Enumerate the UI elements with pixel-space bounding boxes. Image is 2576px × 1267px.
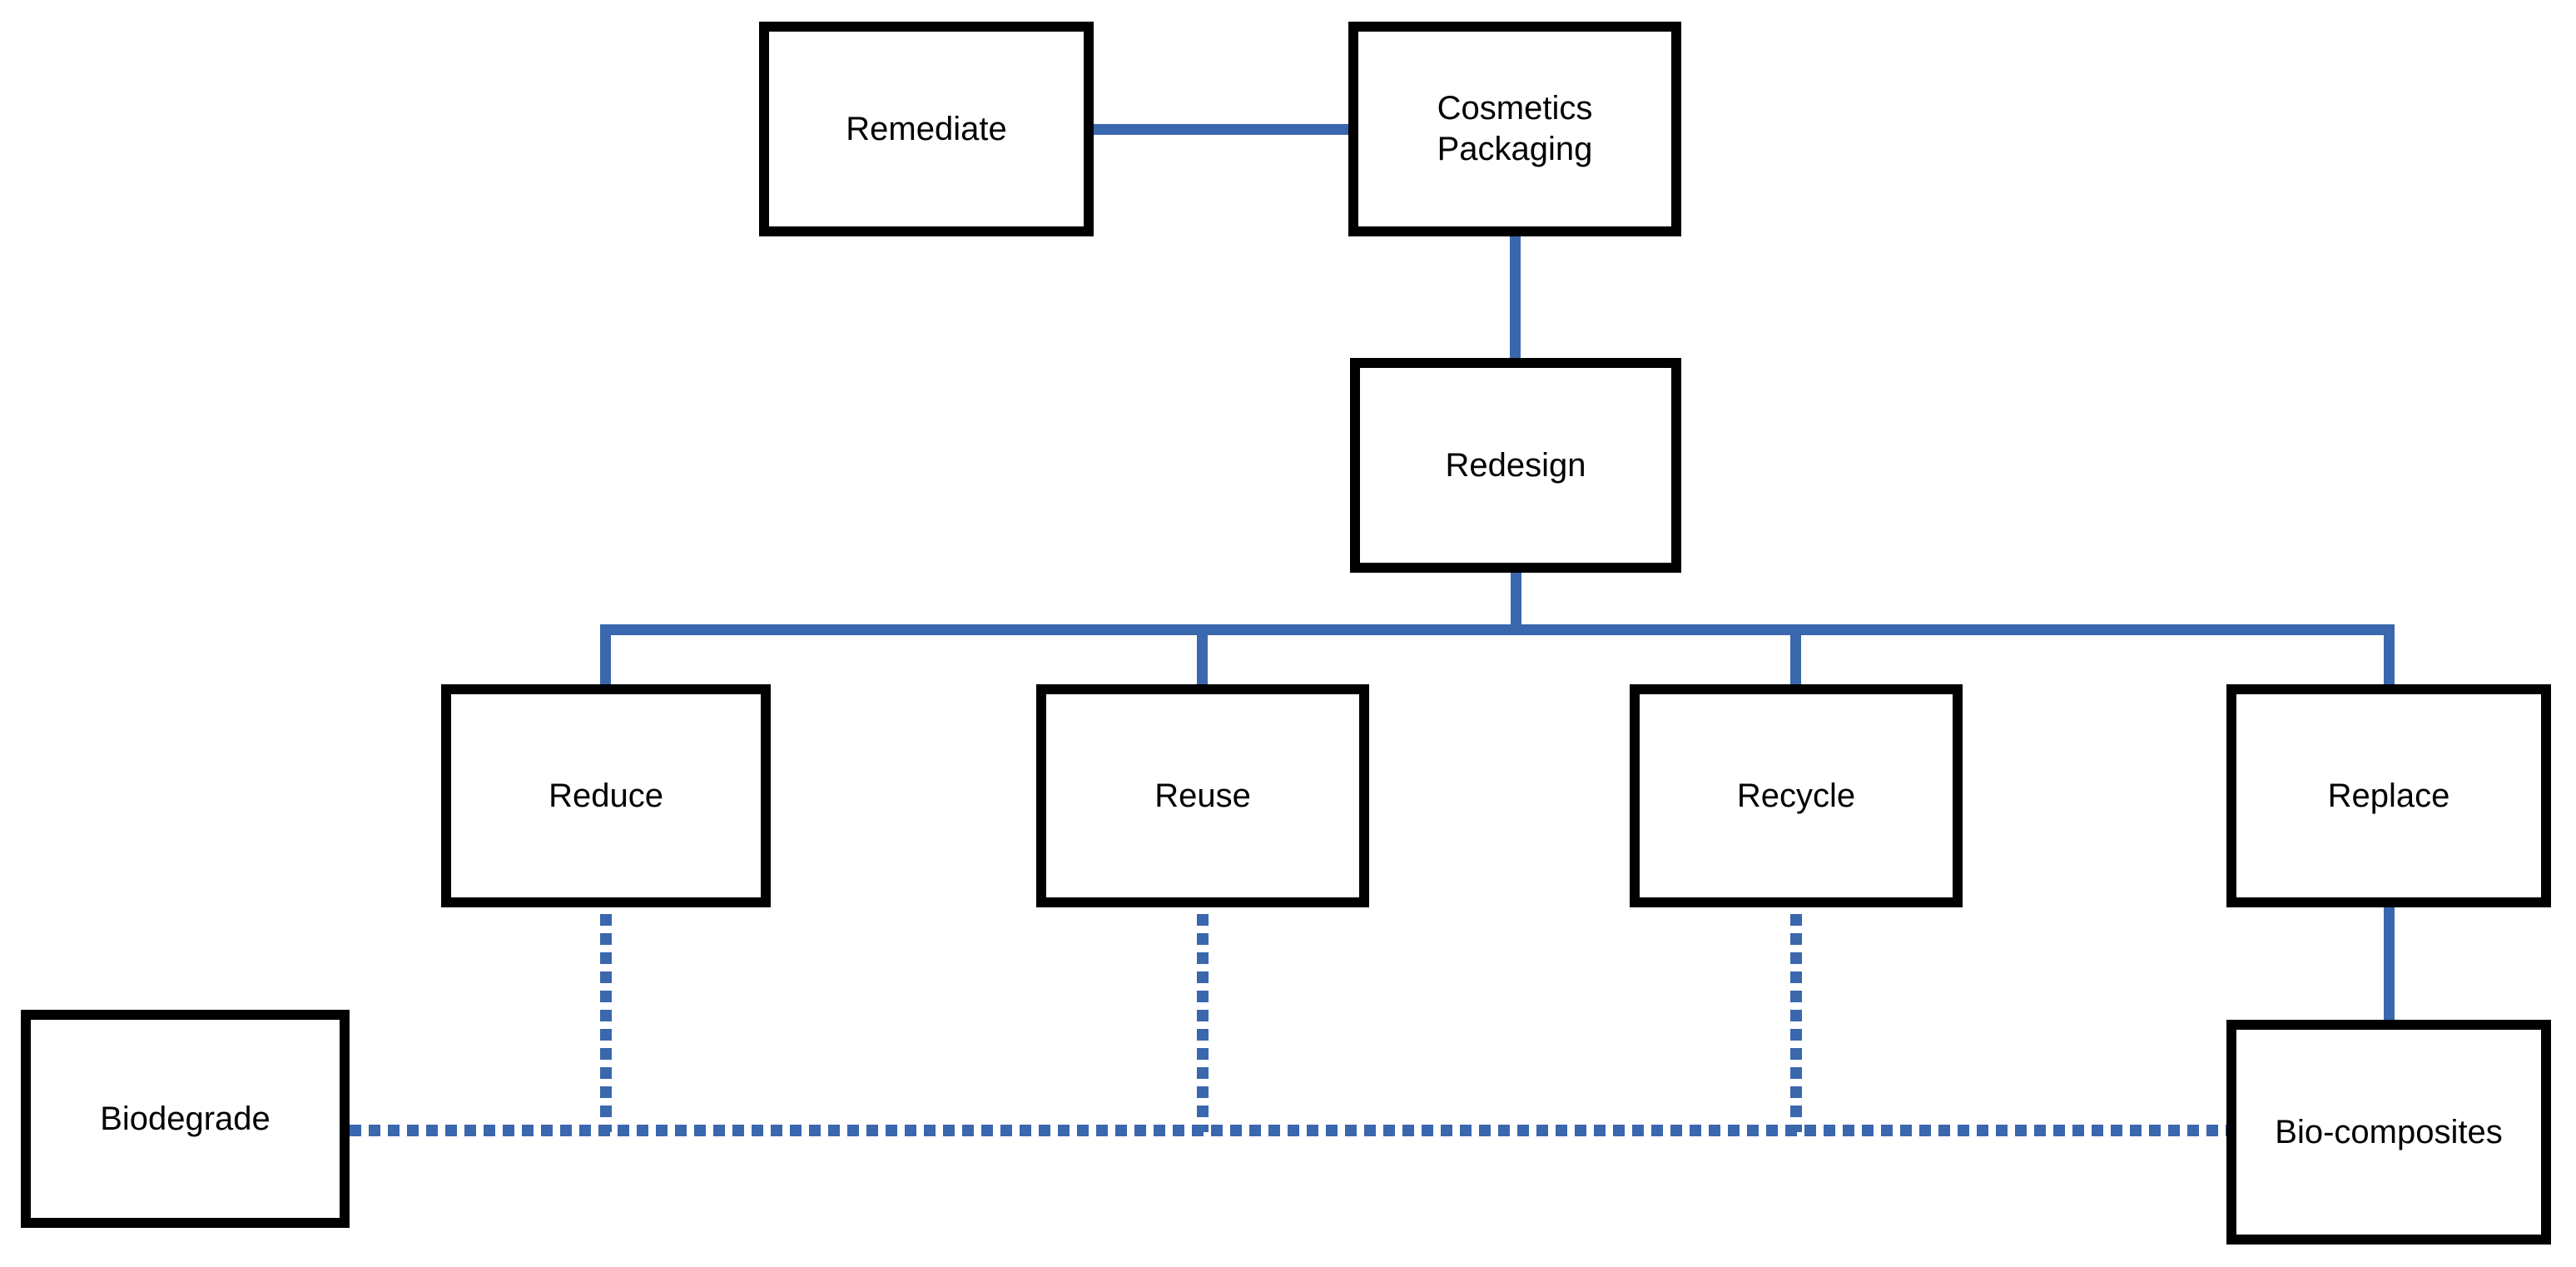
node-redesign-label: Redesign [1445,446,1586,484]
edge-reduce-dotted-line [600,914,612,1132]
node-remediate-label: Remediate [846,110,1007,147]
node-remediate: Remediate [759,22,1094,236]
edge-replace-biocomposites-line [2384,907,2395,1020]
node-reduce: Reduce [441,684,771,907]
node-bio-composites: Bio-composites [2226,1020,2551,1245]
node-cosmetics-packaging-label: Cosmetics Packaging [1437,90,1593,167]
branch-stub-replace [2384,624,2395,684]
edge-recycle-dotted-line [1790,914,1802,1132]
node-redesign: Redesign [1350,358,1681,573]
branch-stub-reuse [1197,624,1208,684]
branch-horizontal-line [600,624,2395,635]
node-biodegrade-label: Biodegrade [100,1100,271,1137]
node-reuse: Reuse [1036,684,1369,907]
node-bio-composites-label: Bio-composites [2275,1113,2503,1150]
edge-cosmetics-redesign-line [1510,236,1521,358]
node-biodegrade: Biodegrade [21,1010,350,1228]
node-recycle-label: Recycle [1736,777,1856,814]
node-recycle: Recycle [1630,684,1963,907]
node-replace-label: Replace [2327,777,2450,814]
edge-remediate-cosmetics-line [1094,124,1348,135]
node-reduce-label: Reduce [548,777,663,814]
branch-stub-recycle [1790,624,1801,684]
node-replace: Replace [2226,684,2551,907]
edge-biodegrade-biocomposites-dotted-line [350,1125,2226,1136]
edge-reuse-dotted-line [1197,914,1209,1132]
node-reuse-label: Reuse [1154,777,1251,814]
branch-stub-reduce [600,624,611,684]
node-cosmetics-packaging: Cosmetics Packaging [1348,22,1681,236]
edge-redesign-branch-stem [1511,573,1521,624]
